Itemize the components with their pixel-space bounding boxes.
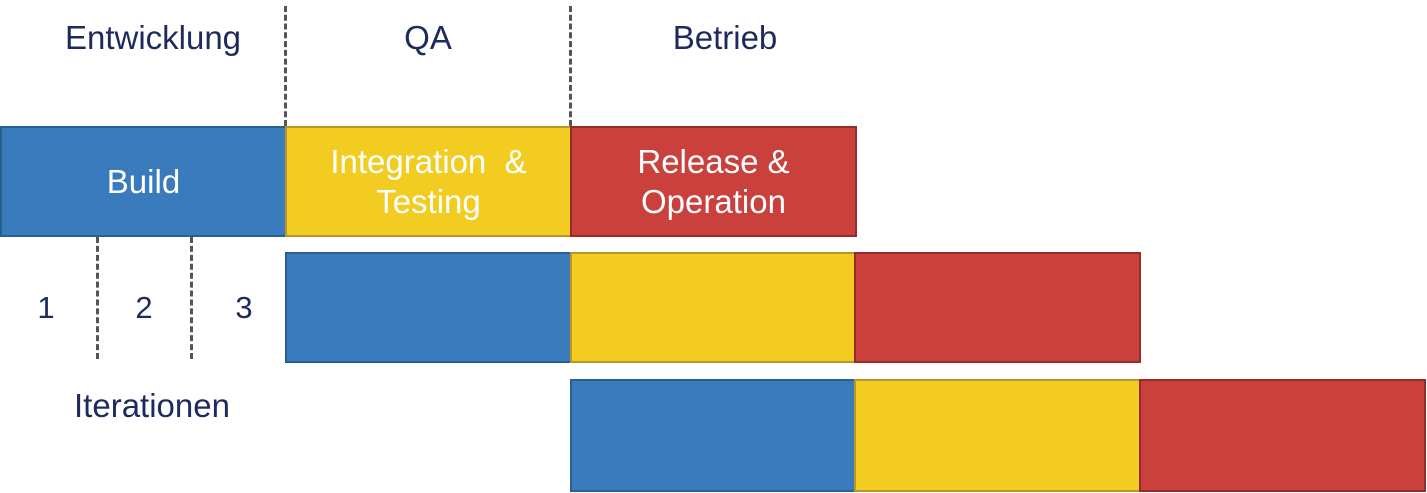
row2-build-block [285, 252, 572, 363]
build-phase-block: Build [0, 126, 287, 237]
row2-release-block [854, 252, 1141, 363]
header-qa: QA [404, 19, 452, 56]
separator-qa-ops [569, 6, 572, 126]
build-phase-label: Build [106, 162, 181, 200]
integration-testing-label: Integration & Testing [330, 142, 526, 222]
integration-label-line2: Testing [376, 182, 481, 220]
row3-build-block [570, 379, 857, 492]
iteration-number-2: 2 [135, 290, 153, 325]
row3-release-block [1139, 379, 1426, 492]
iterations-label: Iterationen [74, 387, 230, 424]
release-operation-phase-block: Release & Operation [570, 126, 857, 237]
integration-testing-phase-block: Integration & Testing [285, 126, 572, 237]
release-operation-label: Release & Operation [637, 142, 789, 222]
release-label-line2: Operation [641, 182, 786, 220]
iteration-separator-1-2 [96, 237, 99, 359]
integration-label-line1: Integration & [330, 142, 527, 180]
row3-integration-block [854, 379, 1142, 492]
iteration-number-3: 3 [235, 290, 253, 325]
header-development: Entwicklung [64, 19, 242, 56]
release-label-line1: Release & [637, 142, 790, 180]
iteration-separator-2-3 [190, 237, 193, 359]
separator-dev-qa [284, 6, 287, 126]
row2-integration-block [570, 252, 857, 363]
iteration-number-1: 1 [37, 290, 55, 325]
header-operations: Betrieb [672, 19, 778, 56]
